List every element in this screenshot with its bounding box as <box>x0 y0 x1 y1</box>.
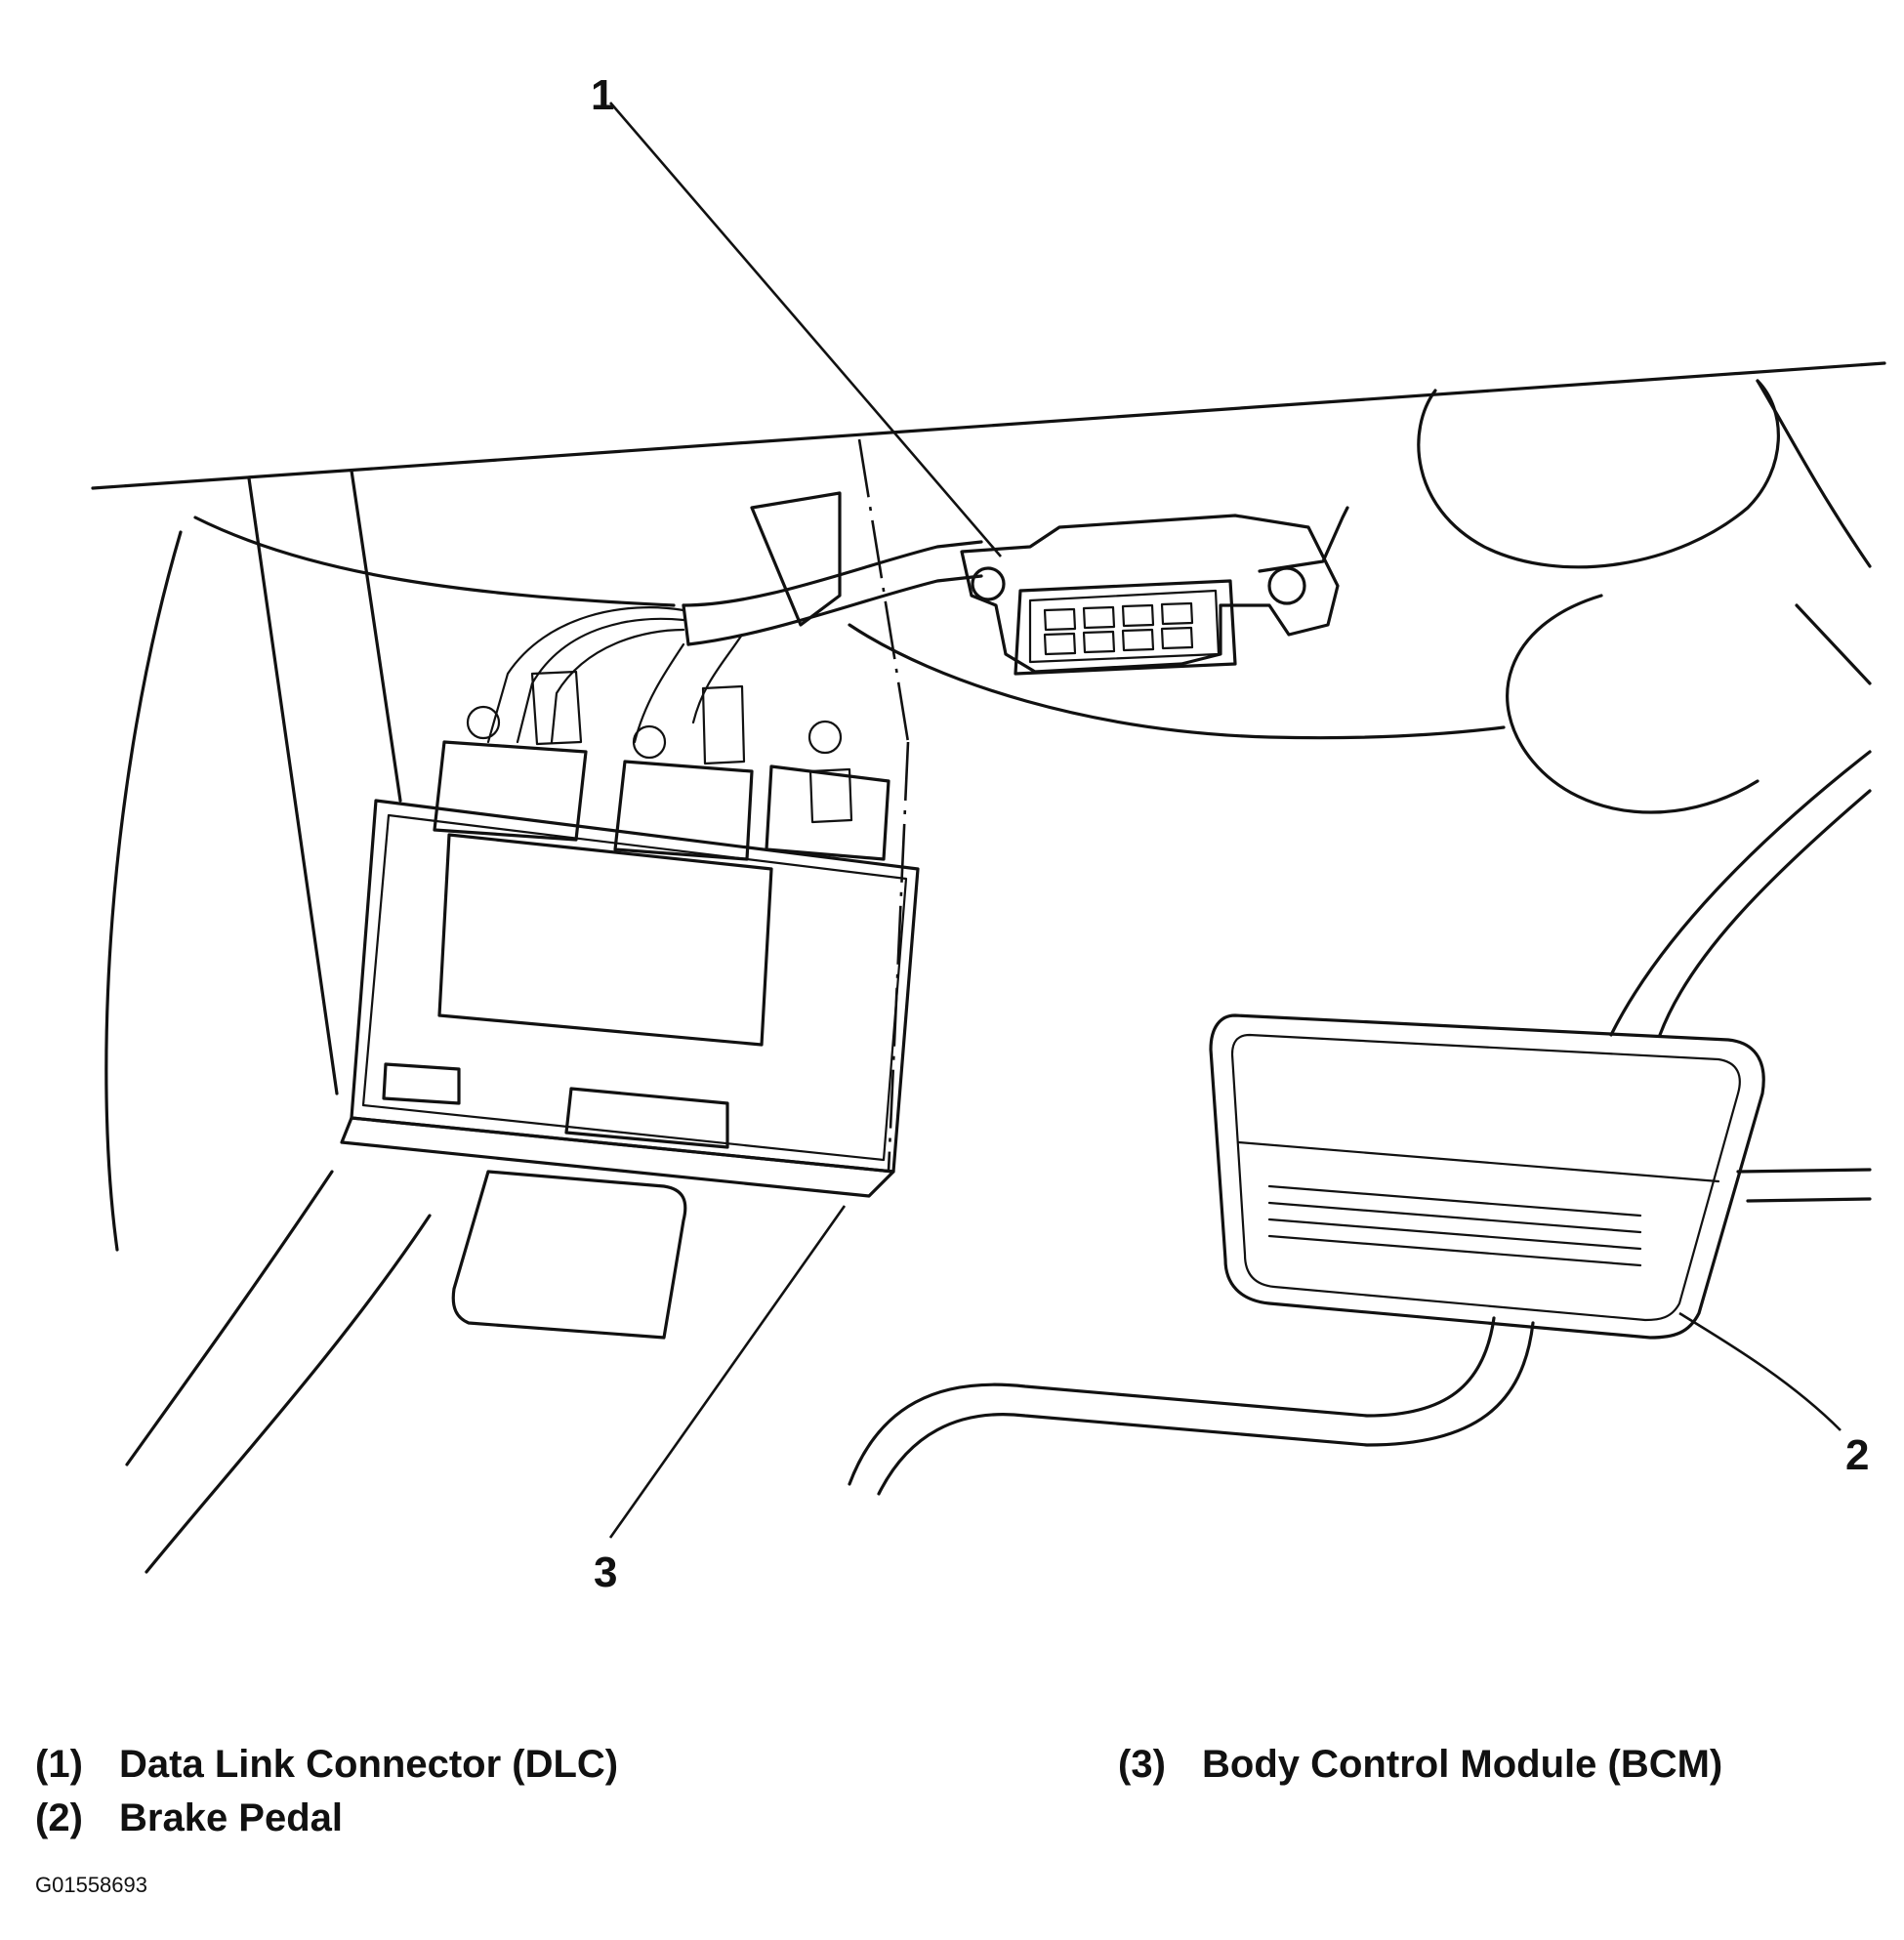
dlc-connector <box>960 506 1349 676</box>
left-trim-panel-inner <box>350 469 402 803</box>
legend-item-3: (3) Body Control Module (BCM) <box>1118 1743 1722 1787</box>
callout-2: 2 <box>1845 1431 1869 1479</box>
steering-column <box>1417 379 1872 814</box>
legend-label: Brake Pedal <box>119 1796 344 1839</box>
legend-label: Data Link Connector (DLC) <box>119 1743 619 1786</box>
legend-number: (2) <box>35 1796 83 1839</box>
callout-3: 3 <box>594 1548 617 1596</box>
leader-line-2 <box>1678 1311 1842 1431</box>
dlc-location-illustration: 1 2 3 <box>91 71 1886 1596</box>
dashboard-lower-edge <box>91 361 1886 490</box>
legend-label: Body Control Module (BCM) <box>1202 1743 1723 1786</box>
leader-line-3 <box>608 1205 847 1539</box>
console-dashed-right <box>887 741 910 1173</box>
leader-line-1 <box>609 102 1002 557</box>
figure-id: G01558693 <box>35 1873 147 1897</box>
callout-1: 1 <box>591 71 614 119</box>
left-trim-panel <box>247 476 339 1095</box>
legend-item-1: (1) Data Link Connector (DLC) <box>35 1743 618 1787</box>
wiring-harness <box>682 540 983 607</box>
legend-number: (3) <box>1118 1743 1166 1786</box>
legend-item-2: (2) Brake Pedal <box>35 1796 343 1840</box>
brake-pedal <box>848 1013 1872 1496</box>
console-dashed-left <box>857 438 910 743</box>
legend-number: (1) <box>35 1743 83 1786</box>
body-control-module <box>340 670 920 1340</box>
